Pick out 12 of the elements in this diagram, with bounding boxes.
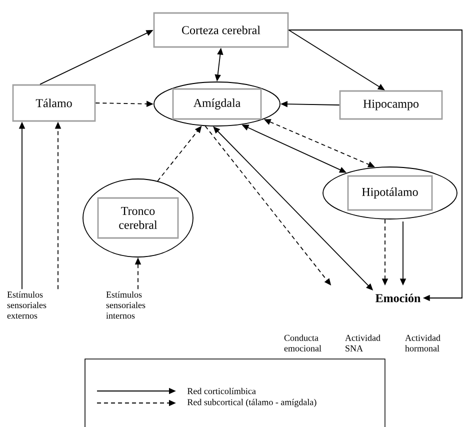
structure-box: Tálamo <box>12 84 96 122</box>
input-label: Estímulos sensoriales internos <box>106 291 146 319</box>
input-label: Estímulos sensoriales externos <box>7 291 46 319</box>
arrow <box>288 30 462 302</box>
outcome-label: Emoción <box>376 294 420 302</box>
output-label: Actividad SNA <box>345 334 380 352</box>
output-label: Conducta emocional <box>284 334 322 352</box>
legend-label: Red subcortical (tálamo - amígdala) <box>187 398 316 408</box>
structure-box: Hipocampo <box>339 90 443 120</box>
legend-label: Red corticolímbica <box>187 388 256 394</box>
structure-box: Corteza cerebral <box>153 12 289 48</box>
output-label: Actividad hormonal <box>405 334 440 352</box>
